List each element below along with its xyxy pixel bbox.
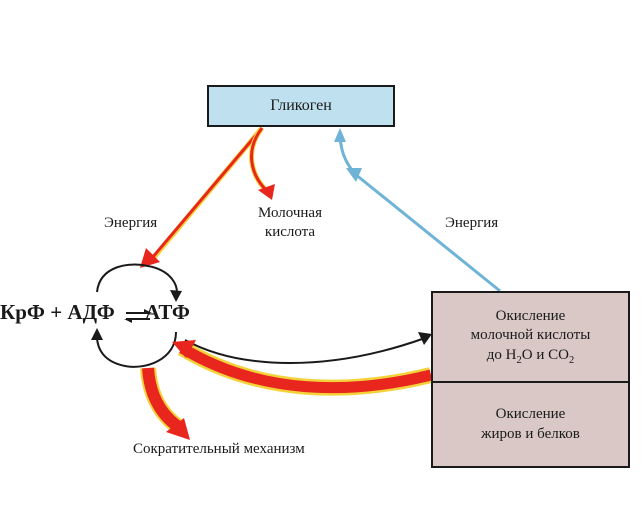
equation-right: АТФ (145, 300, 190, 324)
energy-arrowhead-left (140, 248, 160, 268)
equation-left: КрФ + АДФ (0, 300, 115, 324)
ox-lactate-line3: до H2O и CO2 (487, 346, 574, 368)
atp-cycle-top (96, 263, 178, 299)
oxidation-box: Окисление молочной кислоты до H2O и CO2 … (431, 291, 630, 468)
lactic-acid-label: Молочная кислота (258, 204, 322, 242)
atp-to-oxidation-arrow (184, 337, 426, 364)
energy-arrow-oxidation-to-glycogen (354, 172, 501, 293)
ox-lactate-line2: молочной кислоты (470, 327, 591, 344)
ox-fats-line1: Окисление (495, 406, 566, 422)
contractile-mechanism-label: Сократительный механизм (133, 441, 305, 457)
ox-line3-prefix: до H (486, 346, 517, 363)
energy-label-right: Энергия (445, 215, 499, 231)
lactic-acid-line1: Молочная (258, 205, 322, 221)
ox-line3-sub1: 2 (516, 354, 522, 366)
glycogen-box: Гликоген (207, 85, 395, 127)
energy-label-left: Энергия (104, 215, 158, 231)
ox-fats-line2: жиров и белков (481, 425, 580, 442)
lactic-acid-line2: кислота (264, 223, 316, 240)
atp-cycle-bottom (95, 331, 177, 368)
oxidation-fats-cell: Окисление жиров и белков (433, 383, 628, 466)
ox-line3-sub2: 2 (568, 354, 575, 366)
oxidation-lactate-cell: Окисление молочной кислоты до H2O и CO2 (433, 293, 628, 383)
ox-lactate-line1: Окисление (495, 307, 566, 324)
glycogen-label: Гликоген (270, 97, 332, 114)
ox-line3-mid: O и CO (521, 346, 569, 363)
